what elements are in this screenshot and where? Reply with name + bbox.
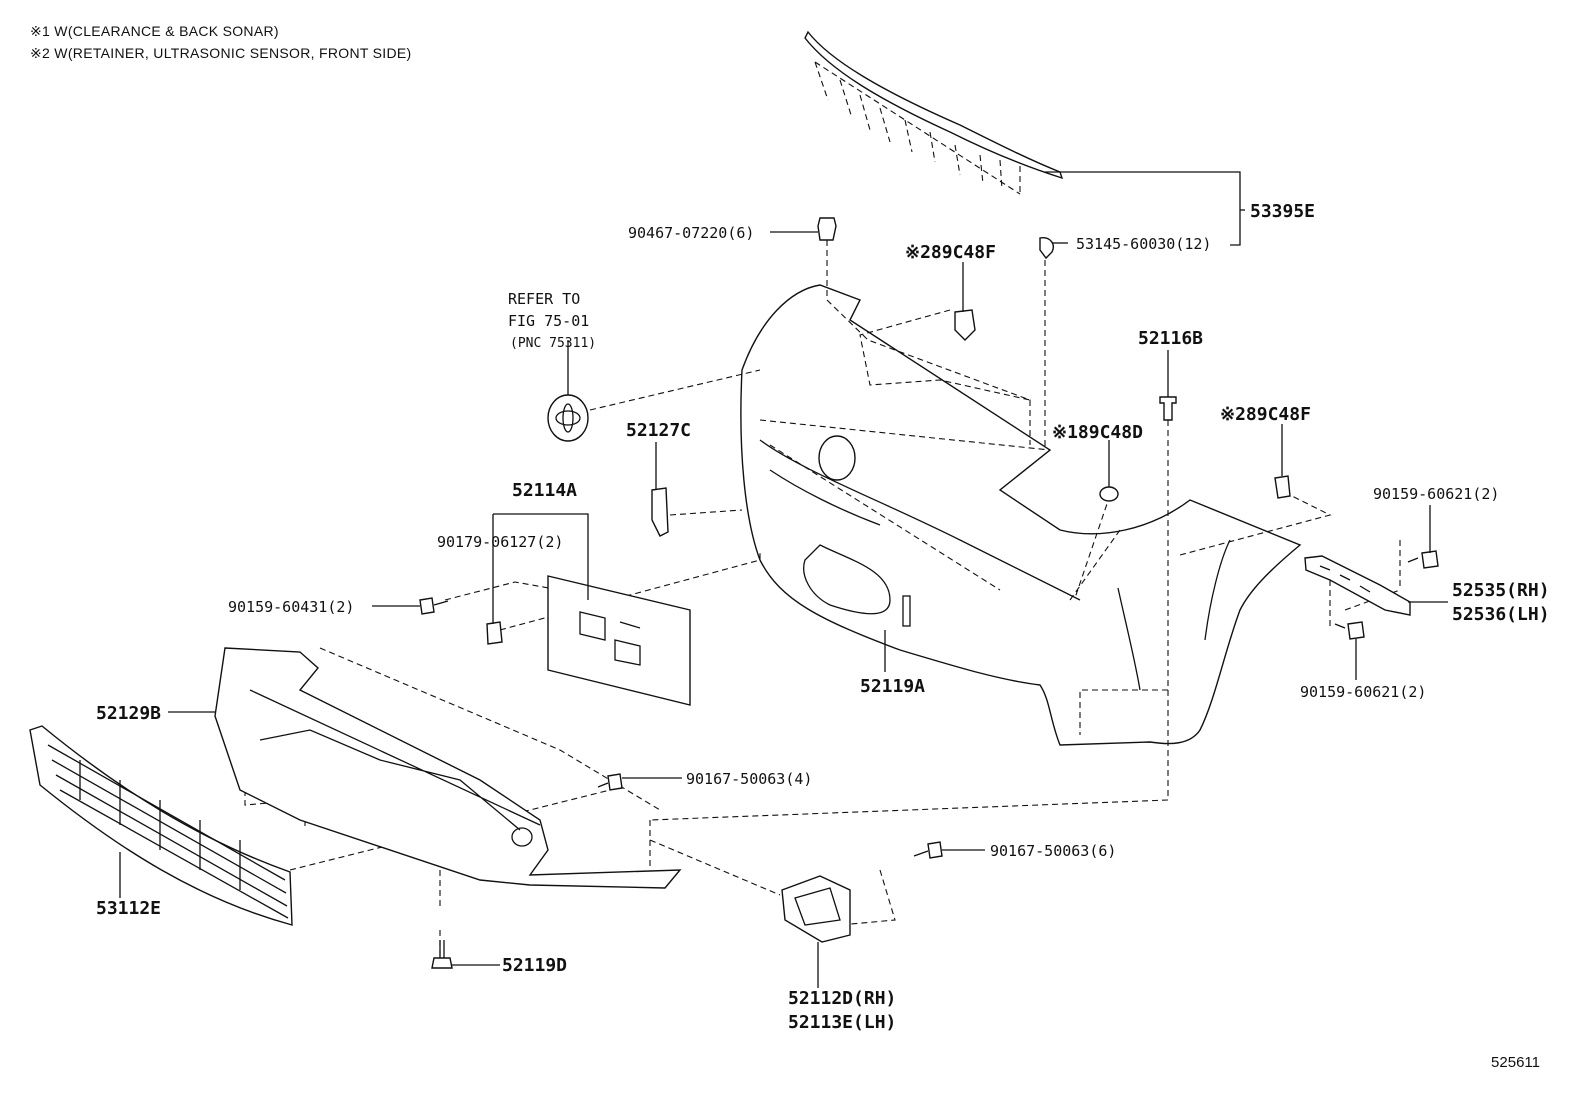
screw-90167-4 (597, 773, 623, 791)
retainer-89C48F-right (1274, 475, 1291, 499)
label-52119D: 52119D (502, 955, 567, 976)
clip-90467 (817, 217, 837, 241)
label-90159-60621-top: 90159-60621(2) (1373, 485, 1499, 503)
label-90179-06127: 90179-06127(2) (437, 533, 563, 551)
label-90167-50063-6: 90167-50063(6) (990, 842, 1116, 860)
sensor-retainer-bracket (1304, 555, 1411, 616)
bracket-52127C (651, 487, 669, 537)
screw-90159-60431 (419, 597, 449, 615)
label-52113E-lh: 52113E(LH) (788, 1012, 896, 1033)
emblem (547, 340, 589, 442)
label-53112E: 53112E (96, 898, 161, 919)
note-1: ※1 W(CLEARANCE & BACK SONAR) (30, 23, 279, 39)
note-2: ※2 W(RETAINER, ULTRASONIC SENSOR, FRONT … (30, 45, 412, 61)
label-52129B: 52129B (96, 703, 161, 724)
side-support-bracket (781, 875, 851, 943)
label-90159-60621-bottom: 90159-60621(2) (1300, 683, 1426, 701)
label-52114A: 52114A (512, 480, 577, 501)
label-52116B: 52116B (1138, 328, 1203, 349)
fastener-52116B (1159, 396, 1177, 421)
label-52112D-rh: 52112D(RH) (788, 988, 896, 1009)
label-52536-lh: 52536(LH) (1452, 604, 1550, 625)
label-53395E: 53395E (1250, 201, 1315, 222)
label-refer-to: REFER TO (508, 290, 580, 308)
front-bumper-cover (740, 284, 1302, 746)
bumper-reinforcement-strip (804, 30, 1064, 195)
retainer-89C48D (1099, 486, 1119, 502)
retainer-89C48F-top (954, 309, 976, 341)
label-89C48D: ※189C48D (1052, 422, 1143, 443)
diagram-notes: ※1 W(CLEARANCE & BACK SONAR) ※2 W(RETAIN… (30, 20, 412, 64)
label-52535-rh: 52535(RH) (1452, 580, 1550, 601)
label-leader-lines (119, 171, 1448, 988)
lower-grille-mesh (29, 725, 293, 926)
license-plate-bracket (486, 575, 691, 706)
label-89C48F-top: ※289C48F (905, 242, 996, 263)
clip-53145 (1039, 237, 1054, 260)
screw-90159-60621-bottom (1334, 621, 1365, 640)
label-53145-60030: 53145-60030(12) (1076, 235, 1211, 253)
label-90167-50063-4: 90167-50063(4) (686, 770, 812, 788)
lower-grille-frame (214, 647, 682, 889)
figure-number: 525611 (1491, 1054, 1540, 1071)
label-52119A: 52119A (860, 676, 925, 697)
label-refer-pnc: (PNC 75311) (510, 336, 596, 351)
label-90467-07220: 90467-07220(6) (628, 224, 754, 242)
screw-90167-6 (913, 841, 943, 859)
label-89C48F-right: ※289C48F (1220, 404, 1311, 425)
label-90159-60431: 90159-60431(2) (228, 598, 354, 616)
bolt-52119D (431, 940, 453, 969)
screw-90159-60621-top (1407, 550, 1439, 569)
label-52127C: 52127C (626, 420, 691, 441)
label-refer-fig: FIG 75-01 (508, 312, 589, 330)
part-labels: 53395E 53145-60030(12) 90467-07220(6) ※2… (96, 201, 1550, 1033)
